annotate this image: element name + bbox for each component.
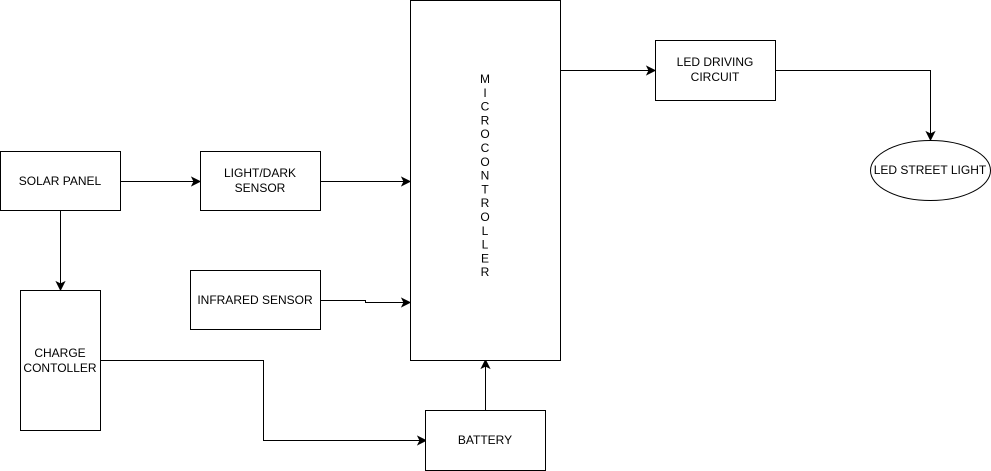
node-label-letter: R (481, 196, 490, 210)
node-label-letter: O (480, 155, 489, 169)
node-led-street-light: LED STREET LIGHT (870, 140, 991, 201)
node-label: SOLAR PANEL (19, 174, 102, 188)
edge-charge-to-battery (100, 360, 420, 441)
node-label: LED STREET LIGHT (874, 163, 987, 177)
arrowhead (400, 297, 412, 308)
node-label-letter: L (482, 224, 489, 238)
node-charge-controller: CHARGE CONTOLLER (20, 290, 101, 431)
node-label-letter: E (481, 251, 489, 265)
arrowhead (416, 435, 428, 446)
node-label: INFRARED SENSOR (197, 293, 313, 307)
node-label-line-2: SENSOR (235, 181, 286, 195)
node-label: BATTERY (458, 433, 512, 447)
edge-leddriver-to-streetlight (775, 70, 931, 134)
arrowhead (645, 65, 657, 76)
node-battery: BATTERY (425, 410, 546, 471)
node-label-line-1: LIGHT/DARK (224, 166, 296, 180)
node-label-letter: R (481, 113, 490, 127)
node-infrared-sensor: INFRARED SENSOR (190, 270, 321, 330)
node-label-line-2: CIRCUIT (691, 70, 740, 84)
arrowhead (55, 280, 66, 292)
node-label-line-1: CHARGE (34, 346, 85, 360)
node-label-letter: N (481, 169, 490, 183)
node-label-letter: M (480, 72, 490, 86)
node-label-letter: T (481, 182, 489, 196)
node-label-letter: I (483, 86, 486, 100)
node-label-letter: C (481, 100, 490, 114)
edge-infrared-to-mcu (320, 300, 404, 303)
node-led-driving-circuit: LED DRIVING CIRCUIT (655, 40, 776, 101)
edges (55, 65, 936, 446)
node-light-dark-sensor: LIGHT/DARK SENSOR (200, 151, 321, 211)
node-label-letter: C (481, 141, 490, 155)
arrowhead (190, 176, 202, 187)
node-label-letter: O (480, 127, 489, 141)
node-solar-panel: SOLAR PANEL (0, 151, 121, 211)
node-label-line-1: LED DRIVING (677, 55, 754, 69)
node-label-letter: L (482, 238, 489, 252)
node-label-letter: O (480, 210, 489, 224)
arrowhead (925, 130, 936, 142)
node-label-line-2: CONTOLLER (23, 361, 96, 375)
node-label-letter: R (481, 265, 490, 279)
arrowhead (400, 176, 412, 187)
arrowhead (480, 358, 491, 370)
